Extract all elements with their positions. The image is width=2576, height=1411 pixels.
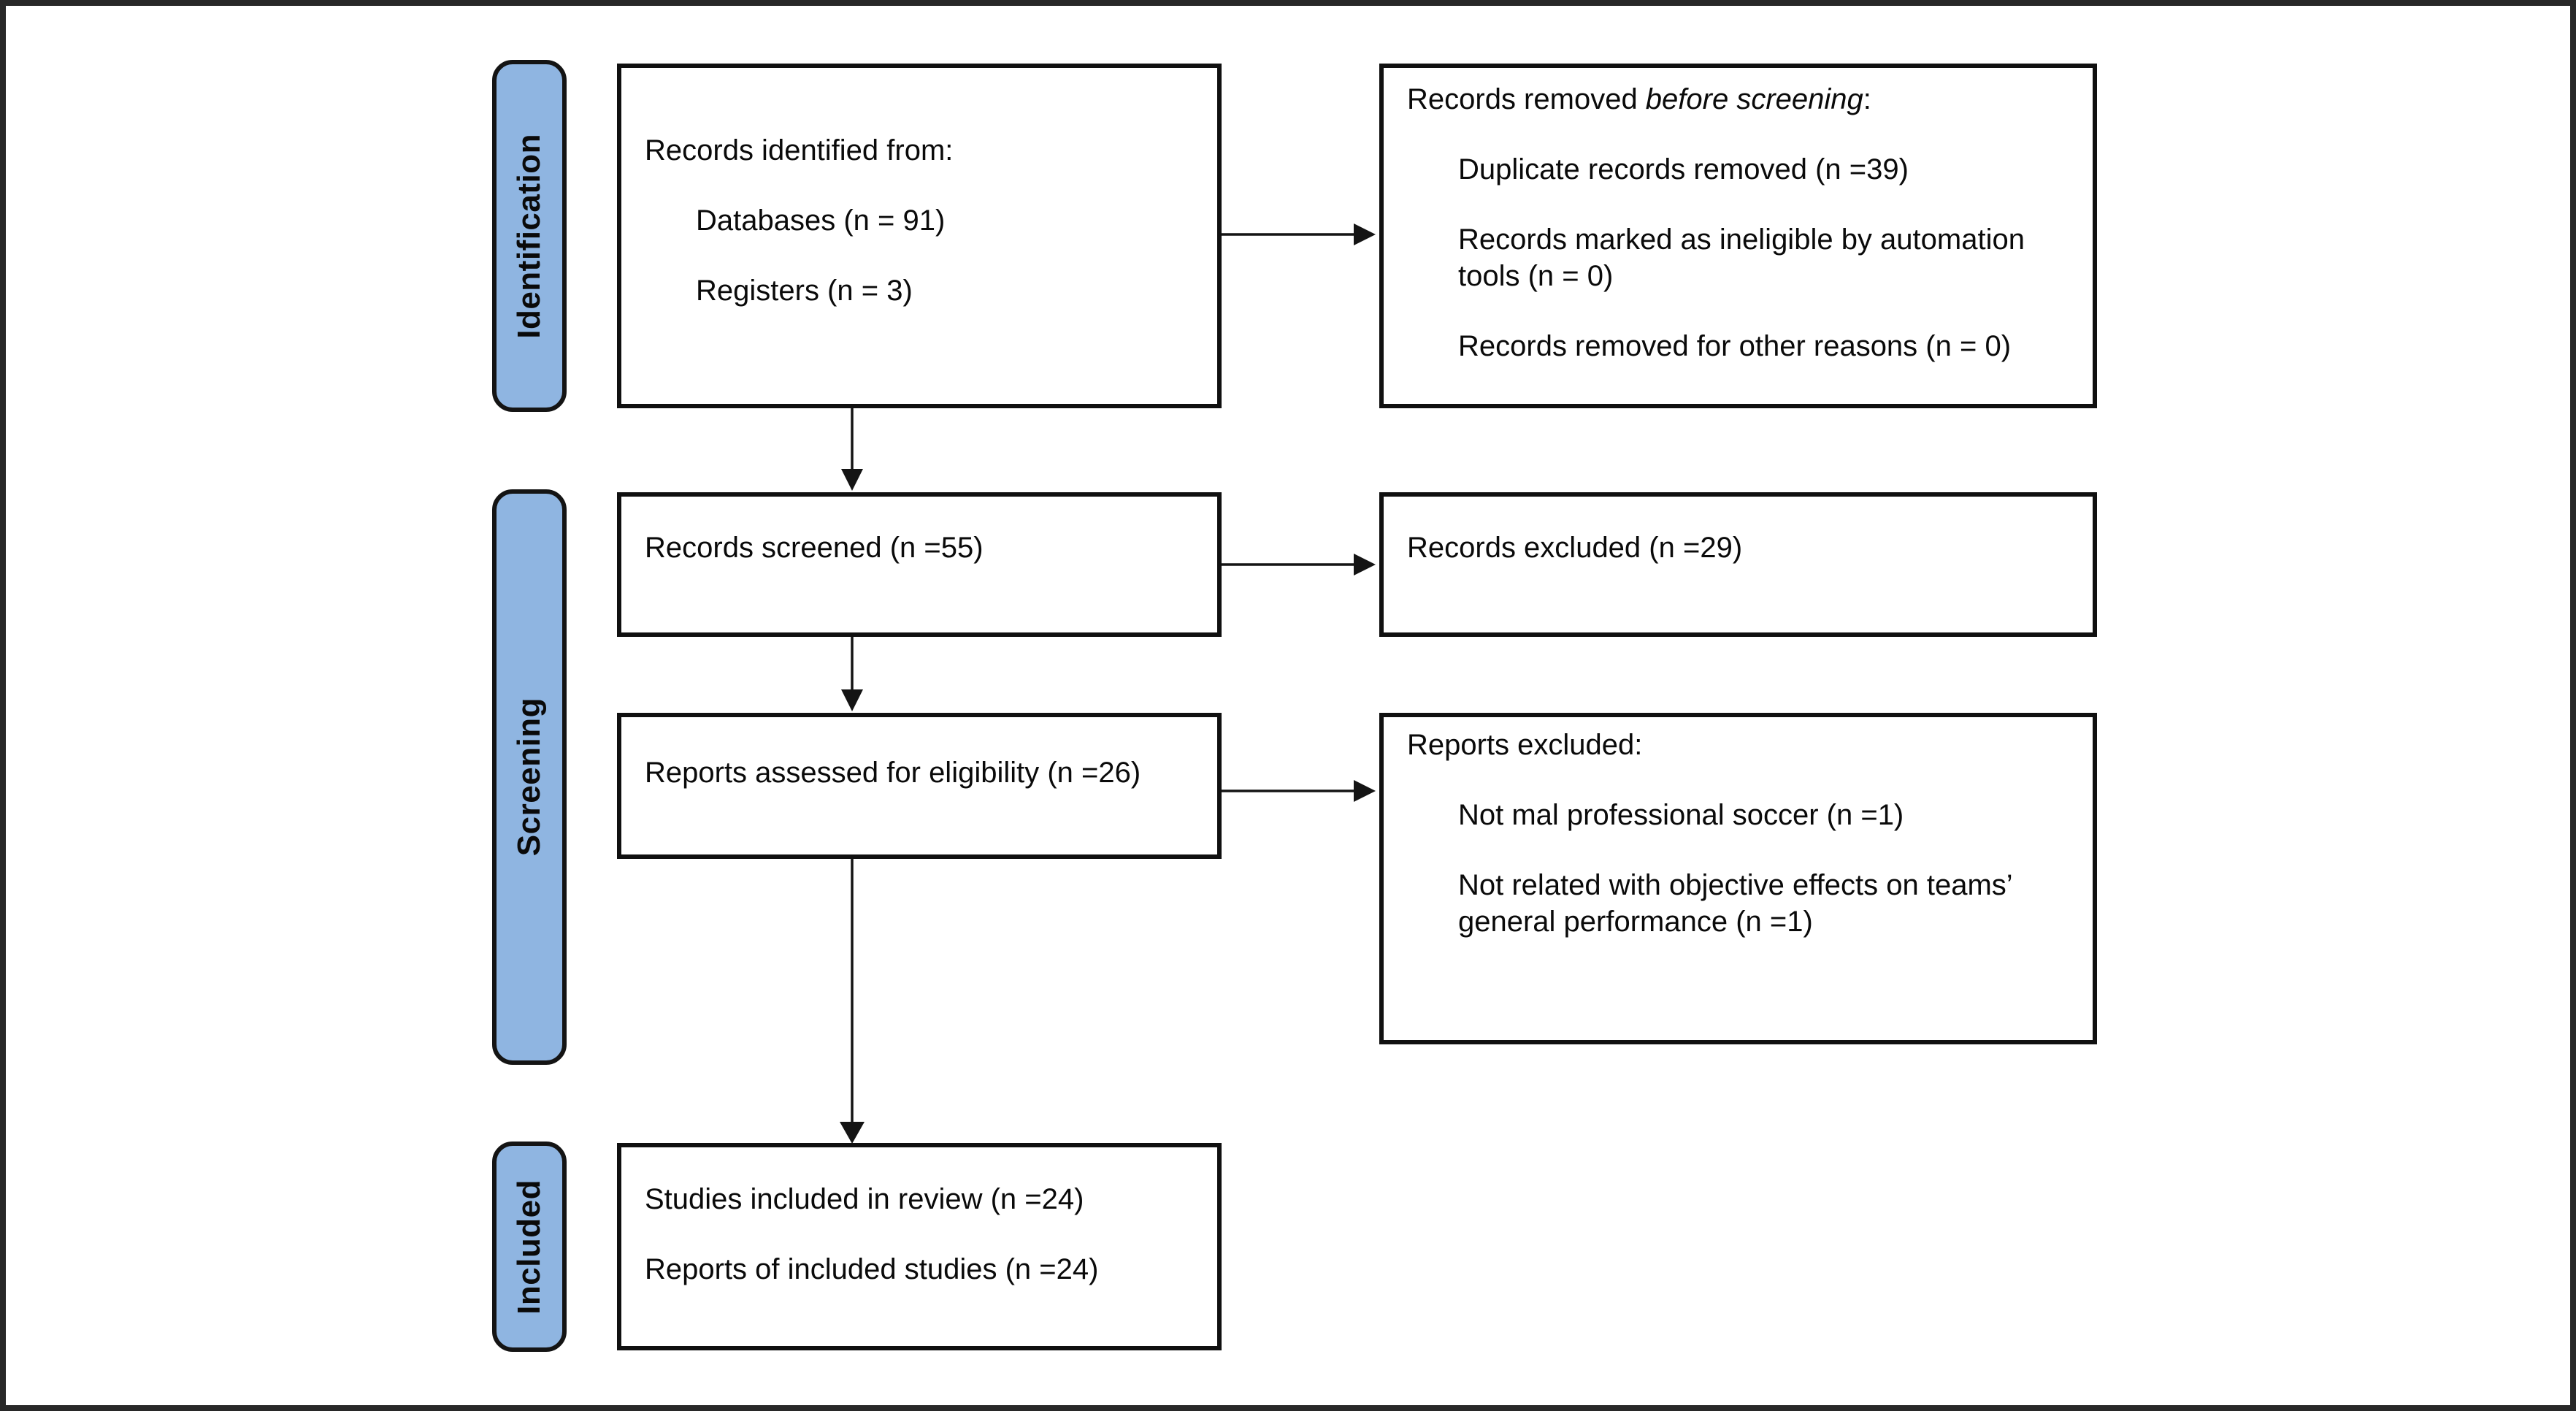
arrow-identified-to-removed-head <box>1354 223 1376 245</box>
records-identified-heading: Records identified from: <box>645 134 954 167</box>
box-records-identified: Records identified from: Databases (n = … <box>617 64 1222 408</box>
reports-excluded-heading: Reports excluded: <box>1407 729 1643 761</box>
box-reports-excluded: Reports excluded: Not mal professional s… <box>1379 713 2097 1044</box>
not-mal-professional-soccer: Not mal professional soccer (n =1) <box>1407 797 2078 833</box>
box-studies-included: Studies included in review (n =24) Repor… <box>617 1143 1222 1350</box>
records-removed-heading-prefix: Records removed <box>1407 83 1646 115</box>
stage-bar-included: Included <box>492 1142 567 1352</box>
records-marked-ineligible-line1: Records marked as ineligible by automati… <box>1458 223 2025 256</box>
box-records-removed: Records removed before screening: Duplic… <box>1379 64 2097 408</box>
duplicate-records-removed: Duplicate records removed (n =39) <box>1407 151 2078 188</box>
studies-included-text: Studies included in review (n =24) <box>645 1183 1084 1215</box>
records-removed-heading-italic: before screening <box>1645 83 1863 115</box>
records-identified-databases: Databases (n = 91) <box>696 204 946 237</box>
duplicate-records-removed-line: Duplicate records removed (n =39) <box>1458 153 1909 186</box>
stage-bar-screening: Screening <box>492 489 567 1065</box>
records-removed-heading-suffix: : <box>1863 83 1871 115</box>
flow-arrows <box>840 223 1376 1144</box>
records-removed-other-reasons-line: Records removed for other reasons (n = 0… <box>1458 330 2012 362</box>
not-related-objective-effects: Not related with objective effects on te… <box>1407 867 2078 940</box>
box-records-screened: Records screened (n =55) <box>617 492 1222 637</box>
not-related-objective-effects-line2: general performance (n =1) <box>1458 906 1813 938</box>
records-screened-text: Records screened (n =55) <box>645 532 984 564</box>
arrow-identified-to-screened-head <box>841 469 863 491</box>
reports-of-included-text: Reports of included studies (n =24) <box>645 1253 1099 1285</box>
stage-label-screening: Screening <box>511 697 547 857</box>
records-identified-registers: Registers (n = 3) <box>696 275 913 307</box>
arrow-assessed-to-reports-excluded-head <box>1354 780 1376 802</box>
records-removed-other-reasons: Records removed for other reasons (n = 0… <box>1407 328 2078 364</box>
box-reports-assessed: Reports assessed for eligibility (n =26) <box>617 713 1222 859</box>
not-mal-professional-soccer-line: Not mal professional soccer (n =1) <box>1458 799 1904 831</box>
arrow-screened-to-excluded-head <box>1354 554 1376 576</box>
records-removed-heading: Records removed before screening: <box>1407 81 2078 118</box>
records-marked-ineligible: Records marked as ineligible by automati… <box>1407 221 2078 294</box>
records-marked-ineligible-line2: tools (n = 0) <box>1458 260 1614 292</box>
stage-bar-identification: Identification <box>492 60 567 412</box>
reports-assessed-text: Reports assessed for eligibility (n =26) <box>645 757 1141 789</box>
stage-label-included: Included <box>511 1179 547 1315</box>
box-records-excluded: Records excluded (n =29) <box>1379 492 2097 637</box>
records-excluded-text: Records excluded (n =29) <box>1407 532 1743 564</box>
arrow-screened-to-assessed-head <box>841 689 863 711</box>
stage-label-identification: Identification <box>511 133 547 339</box>
not-related-objective-effects-line1: Not related with objective effects on te… <box>1458 869 2013 901</box>
arrow-assessed-to-included-head <box>840 1122 865 1144</box>
